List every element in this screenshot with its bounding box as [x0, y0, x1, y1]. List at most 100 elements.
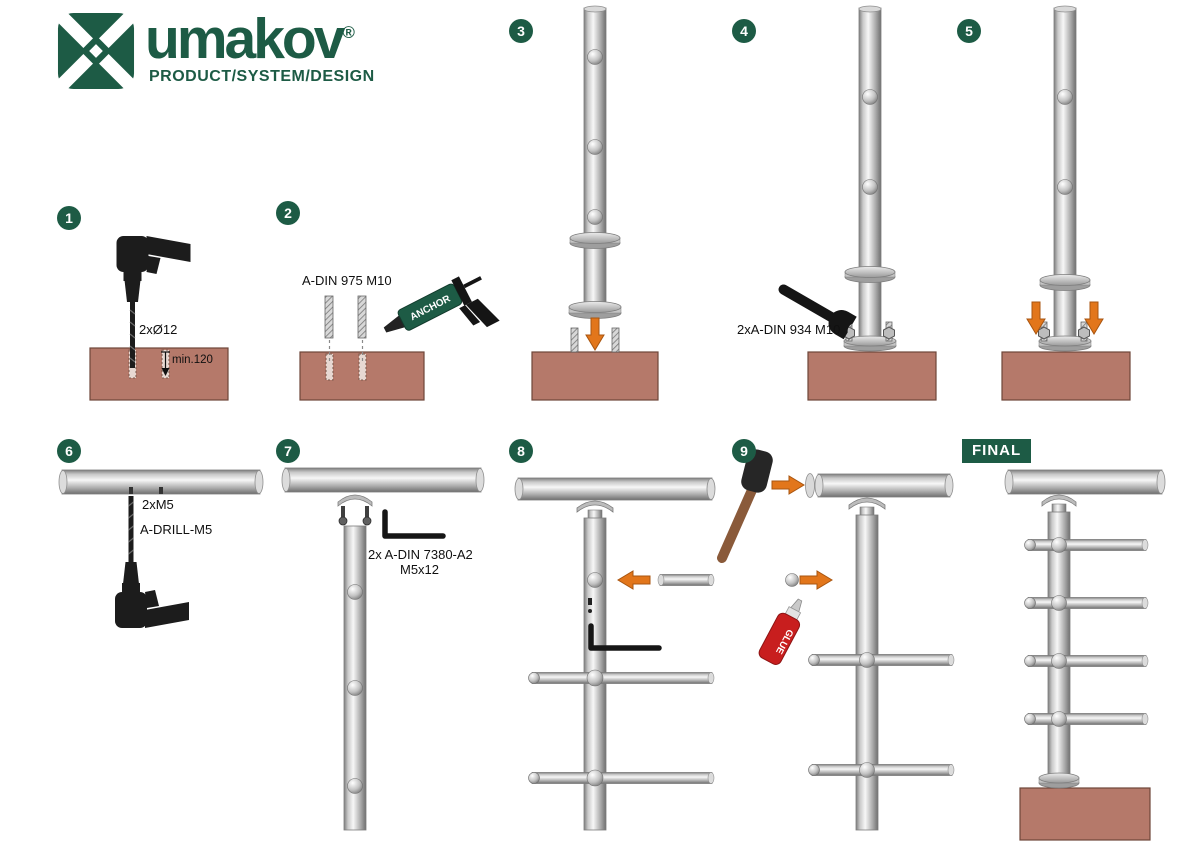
saddle [576, 500, 614, 513]
saddle-screw-label-line2: M5x12 [400, 562, 440, 577]
step-badge-4: 4 [732, 19, 756, 43]
handrail-tube [517, 477, 713, 501]
step-3-illustration [531, 5, 659, 401]
saddle [337, 494, 373, 507]
step-badge-2: 2 [276, 201, 300, 225]
allen-key-icon [588, 623, 662, 651]
concrete-base [531, 351, 659, 401]
hole-depth-label: min.120 [172, 354, 213, 366]
hex-nut [883, 326, 895, 340]
glue-bottle-icon: GLUE [758, 598, 803, 665]
concrete-base [807, 351, 937, 401]
step-badge-5: 5 [957, 19, 981, 43]
handrail-tube [284, 467, 482, 493]
crossbar [808, 652, 955, 668]
threaded-rod [324, 295, 334, 339]
umakov-logo-icon [57, 12, 135, 90]
crossbar [1024, 537, 1149, 553]
screw [365, 506, 369, 519]
base-plate [1038, 335, 1092, 352]
handrail-tube [1007, 469, 1163, 495]
step-2-illustration: ANCHOR [299, 276, 500, 401]
crossbar-holder-ball [1057, 89, 1073, 105]
step-8-illustration [514, 477, 716, 831]
pilot-hole [159, 487, 163, 494]
base-plate [568, 301, 622, 319]
threaded-rod-label: A-DIN 975 M10 [302, 273, 392, 288]
crossbar-holder-ball [347, 680, 363, 696]
cover-flange [1039, 274, 1091, 291]
step-badge-9: 9 [732, 439, 756, 463]
concrete-base [89, 347, 229, 401]
depth-arrow-icon [161, 368, 170, 376]
handrail-tube [817, 473, 951, 498]
post [855, 514, 879, 831]
step-badge-3: 3 [509, 19, 533, 43]
saddle-screw-label: 2x A-DIN 7380-A2 M5x12 [368, 547, 473, 577]
post [858, 7, 882, 345]
final-badge: FINAL [962, 439, 1032, 463]
crossbar [808, 762, 955, 778]
step-1-illustration [89, 235, 229, 401]
hole-diameter-label: 2xØ12 [139, 322, 178, 337]
crossbar-holder-ball [862, 89, 878, 105]
final-illustration [1004, 469, 1166, 841]
step-5-illustration [1001, 5, 1131, 401]
concrete-base [1019, 787, 1151, 841]
post [343, 525, 367, 831]
post [1053, 7, 1077, 343]
end-cap [805, 473, 815, 498]
crossbar-holder-ball [785, 573, 799, 587]
left-arrow-icon [617, 570, 651, 590]
crossbar [528, 769, 715, 787]
step-badge-7: 7 [276, 439, 300, 463]
threaded-rod [611, 327, 620, 353]
allen-key-icon [382, 509, 446, 539]
nut-spec-label: 2xA-DIN 934 M10 [737, 322, 841, 337]
threaded-rod [570, 327, 579, 353]
step-7-illustration [281, 467, 485, 831]
brand-logo: umakov® PRODUCT/SYSTEM/DESIGN [57, 7, 375, 90]
crossbar-piece [657, 574, 715, 586]
base-plate [843, 335, 897, 352]
screw-head [362, 516, 372, 526]
drill-icon [114, 495, 190, 629]
step-badge-1: 1 [57, 206, 81, 230]
step-badge-8: 8 [509, 439, 533, 463]
crossbar [1024, 711, 1149, 727]
brand-name: umakov® [145, 7, 355, 71]
crossbar-holder-ball [587, 139, 603, 155]
concrete-base [1001, 351, 1131, 401]
step-4-illustration [772, 5, 937, 401]
hex-nut [1078, 326, 1090, 340]
screw-head [338, 516, 348, 526]
drilled-hole [325, 353, 334, 381]
rail-screw-label: 2xM5 [142, 497, 174, 512]
crossbar [1024, 653, 1149, 669]
cover-flange [844, 266, 896, 283]
crossbar-holder-ball [587, 209, 603, 225]
drill-bit-label: A-DRILL-M5 [140, 522, 213, 537]
drilled-hole [358, 353, 367, 381]
cover-flange [569, 232, 621, 249]
right-arrow-icon [771, 475, 805, 495]
crossbar [1024, 595, 1149, 611]
saddle [1041, 494, 1077, 507]
pilot-hole [129, 487, 133, 494]
right-arrow-icon [799, 570, 833, 590]
anchor-gun-icon: ANCHOR [383, 276, 500, 333]
step-badge-6: 6 [57, 439, 81, 463]
mallet-icon [717, 449, 773, 563]
screw [341, 506, 345, 519]
brand-tagline: PRODUCT/SYSTEM/DESIGN [149, 68, 375, 86]
crossbar-holder-ball [347, 584, 363, 600]
hex-nut [1038, 326, 1050, 340]
threaded-rod [357, 295, 367, 339]
saddle [848, 497, 886, 510]
step-6-illustration [58, 469, 264, 629]
set-screw-hole [588, 598, 592, 605]
step-9-illustration: GLUE [717, 449, 955, 831]
crossbar-holder-ball [587, 49, 603, 65]
